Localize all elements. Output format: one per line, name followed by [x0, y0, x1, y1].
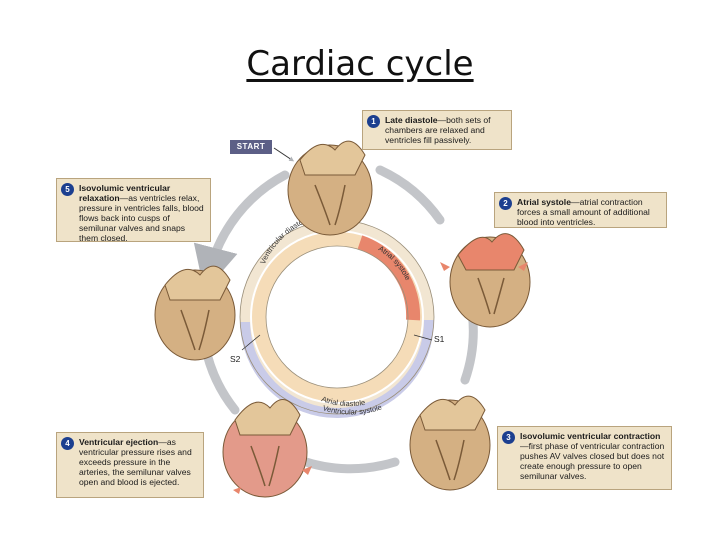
s1-label: S1: [434, 334, 445, 344]
s2-label: S2: [230, 354, 241, 364]
step-number-badge: 1: [367, 115, 380, 128]
step-text: —first phase of ventricular contraction …: [520, 441, 665, 481]
step-text: —as ventricular pressure rises and excee…: [79, 437, 192, 487]
heart-illustration-isovolumic-relaxation: [154, 265, 236, 361]
step-number-badge: 5: [61, 183, 74, 196]
step-heading: Late diastole: [385, 115, 438, 125]
heart-illustration-late-diastole: [287, 140, 373, 236]
step-heading: Atrial systole: [517, 197, 571, 207]
step-2-box: 2 Atrial systole—atrial contraction forc…: [494, 192, 667, 228]
step-text: —atrial contraction forces a small amoun…: [517, 197, 650, 227]
step-4-box: 4 Ventricular ejection—as ventricular pr…: [56, 432, 204, 498]
step-1-box: 1 Late diastole—both sets of chambers ar…: [362, 110, 512, 150]
step-number-badge: 2: [499, 197, 512, 210]
step-text: —as ventricles relax, pressure in ventri…: [79, 193, 204, 243]
step-number-badge: 3: [502, 431, 515, 444]
step-5-box: 5 Isovolumic ventricular relaxation—as v…: [56, 178, 211, 243]
step-heading: Ventricular ejection: [79, 437, 159, 447]
heart-illustration-ventricular-ejection: [222, 399, 308, 498]
heart-illustration-atrial-systole: [449, 233, 531, 328]
pressure-arrows: [233, 262, 528, 494]
page-title: Cardiac cycle: [246, 44, 474, 84]
step-heading: Isovolumic ventricular contraction: [520, 431, 661, 441]
step-number-badge: 4: [61, 437, 74, 450]
start-label: START: [230, 140, 272, 154]
step-heading: Isovolumic ventricular relaxation: [79, 183, 171, 203]
heart-illustration-isovolumic-contraction: [409, 395, 491, 491]
step-text: —both sets of chambers are relaxed and v…: [385, 115, 491, 145]
step-3-box: 3 Isovolumic ventricular contraction—fir…: [497, 426, 672, 490]
